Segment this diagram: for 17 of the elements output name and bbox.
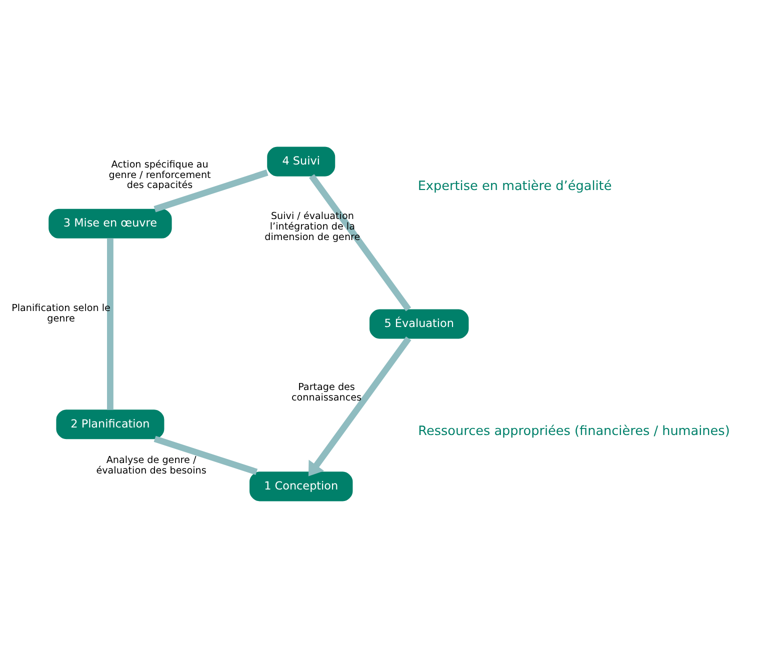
label: Ressources appropriées (financières / humaines): [418, 424, 730, 440]
edge-label: Planification selon le genre: [12, 302, 110, 324]
label: Expertise en matière d’égalité: [418, 179, 612, 194]
connector: [154, 436, 258, 475]
connector: [107, 238, 114, 410]
node-box: 2 Planification: [56, 410, 164, 440]
connector: [154, 170, 268, 212]
edge-label: Partage des connaissances: [292, 382, 362, 404]
node-box: 3 Mise en œuvre: [48, 208, 172, 238]
edge-label: Suivi / évaluation l’intégration de la dimension de genre: [264, 211, 360, 243]
node-box: 5 Évaluation: [370, 309, 469, 339]
edge-label: Action spécifique au genre / renforcement des capacités: [108, 159, 211, 192]
edge-label: Analyse de genre / évaluation des besoins: [96, 455, 206, 476]
node-box: 4 Suivi: [267, 146, 336, 176]
connector: [309, 174, 412, 312]
node-box: 1 Conception: [250, 472, 353, 502]
arrow: [308, 336, 412, 476]
